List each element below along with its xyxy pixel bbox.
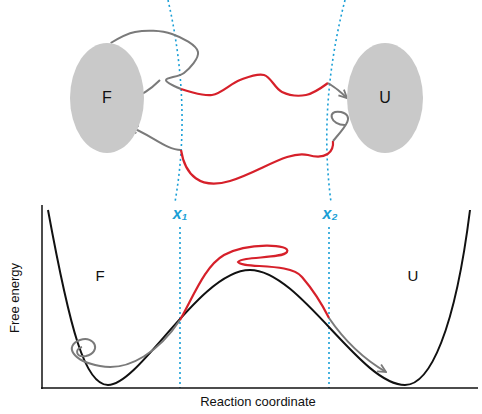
well-label: U bbox=[408, 268, 419, 285]
transition-path bbox=[180, 246, 329, 320]
transition-path bbox=[181, 74, 328, 95]
dividing-surface bbox=[327, 0, 345, 202]
well-label: F bbox=[95, 268, 104, 285]
axis-title: Free energy bbox=[8, 263, 22, 333]
state-label: F bbox=[98, 87, 116, 109]
trajectory-gray bbox=[328, 83, 347, 98]
trajectory-gray bbox=[329, 318, 386, 372]
transition-path bbox=[181, 141, 333, 184]
y-axis bbox=[41, 205, 43, 389]
trajectory-gray bbox=[332, 112, 348, 141]
region-ellipse-shape bbox=[347, 43, 423, 153]
state-label: U bbox=[375, 87, 395, 109]
dividing-line bbox=[179, 227, 181, 388]
trajectory-gray bbox=[72, 320, 180, 367]
dividing-line bbox=[328, 227, 330, 388]
dividing-surface bbox=[168, 0, 182, 202]
state-region: F bbox=[70, 43, 144, 153]
x-axis bbox=[41, 387, 478, 389]
surface-label: x₂ bbox=[323, 205, 338, 223]
trajectory-connector bbox=[111, 31, 347, 98]
region-ellipse-shape bbox=[70, 43, 144, 153]
free-energy-curve bbox=[48, 210, 470, 385]
axis-title: Reaction coordinate bbox=[200, 395, 316, 409]
surface-label: x₁ bbox=[173, 205, 188, 223]
trajectory-gray bbox=[130, 127, 181, 150]
state-region: U bbox=[347, 43, 423, 153]
